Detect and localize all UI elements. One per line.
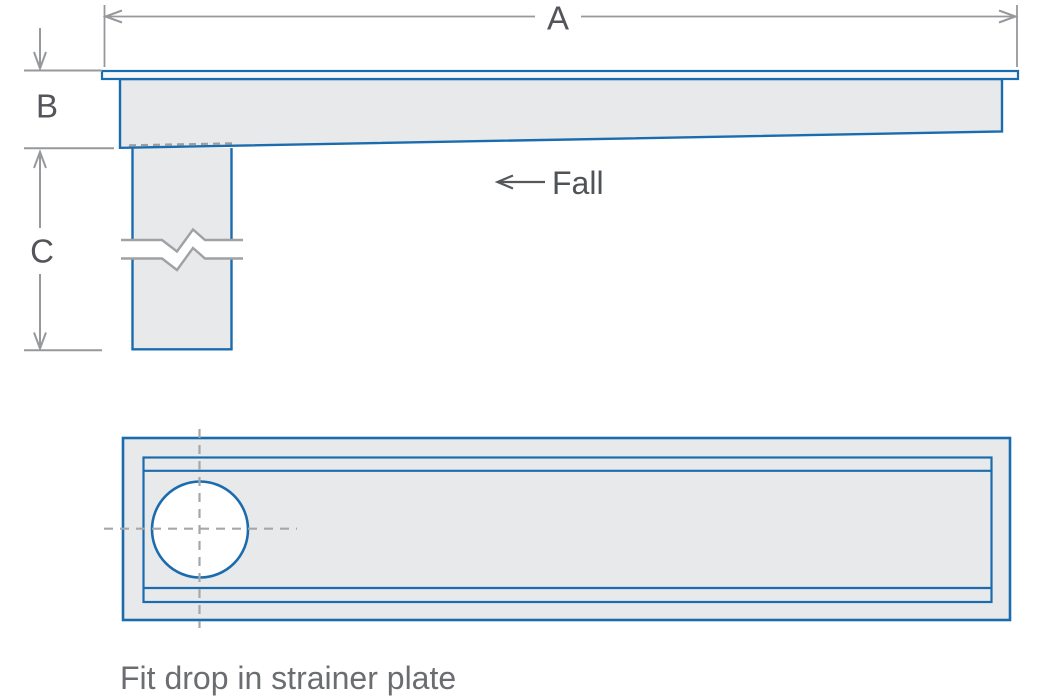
dimension-c-label: C bbox=[30, 232, 54, 270]
dim-c-arrow-up-icon bbox=[33, 149, 47, 169]
dimension-c bbox=[24, 149, 102, 352]
dimension-a bbox=[102, 5, 1019, 67]
pipe-break-lower-line bbox=[121, 246, 243, 272]
channel-top-lip bbox=[100, 69, 1020, 81]
side-elevation-view bbox=[24, 5, 1020, 352]
dim-a-arrow-left-icon bbox=[102, 9, 123, 24]
plan-view-caption: Fit drop in strainer plate bbox=[120, 660, 457, 696]
dim-b-arrow-down-icon bbox=[33, 51, 47, 72]
pipe-break-white-band bbox=[121, 229, 243, 270]
pipe-break-upper-line bbox=[121, 227, 243, 254]
pipe-break-symbol bbox=[121, 227, 243, 272]
dimension-a-label: A bbox=[546, 0, 570, 37]
dimension-b bbox=[24, 28, 114, 150]
dim-c-arrow-down-icon bbox=[33, 332, 47, 352]
hidden-edge-dashed-line bbox=[128, 142, 237, 147]
fall-arrow-head bbox=[494, 174, 514, 190]
fall-arrow-icon bbox=[494, 174, 545, 190]
fall-label: Fall bbox=[552, 165, 604, 201]
channel-body bbox=[118, 77, 1004, 150]
plan-view bbox=[104, 429, 1012, 628]
dimension-b-label: B bbox=[35, 87, 59, 125]
dim-a-arrow-right-icon bbox=[998, 9, 1019, 24]
